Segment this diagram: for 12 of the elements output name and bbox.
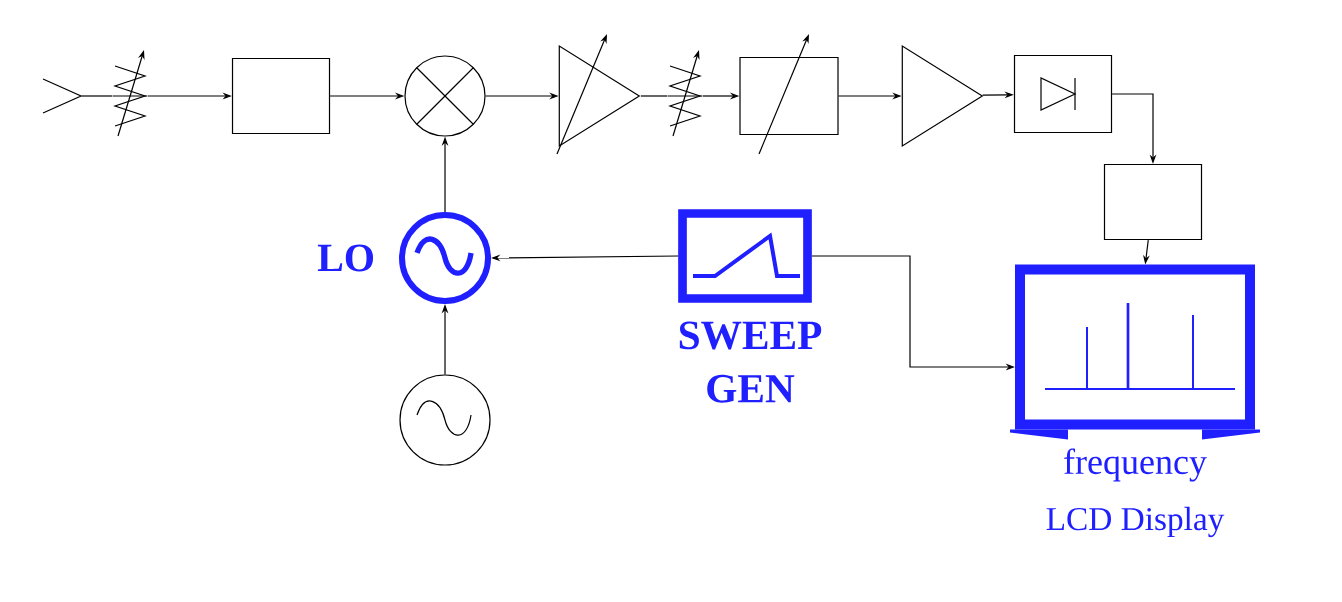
screen-caption: LCD Display [1046, 506, 1225, 538]
screen-caption: frequency [1064, 448, 1207, 482]
filter-box [231, 57, 331, 135]
connector-line [81, 95, 113, 97]
filter-box [1103, 163, 1203, 241]
node-label: LO [317, 244, 373, 272]
oscillator-symbol [399, 374, 491, 466]
antenna-symbol [42, 78, 83, 114]
detector-box [1013, 54, 1113, 134]
connector-line [640, 95, 668, 97]
mixer-symbol [404, 55, 486, 137]
node-label: SWEEP GEN [679, 321, 822, 403]
